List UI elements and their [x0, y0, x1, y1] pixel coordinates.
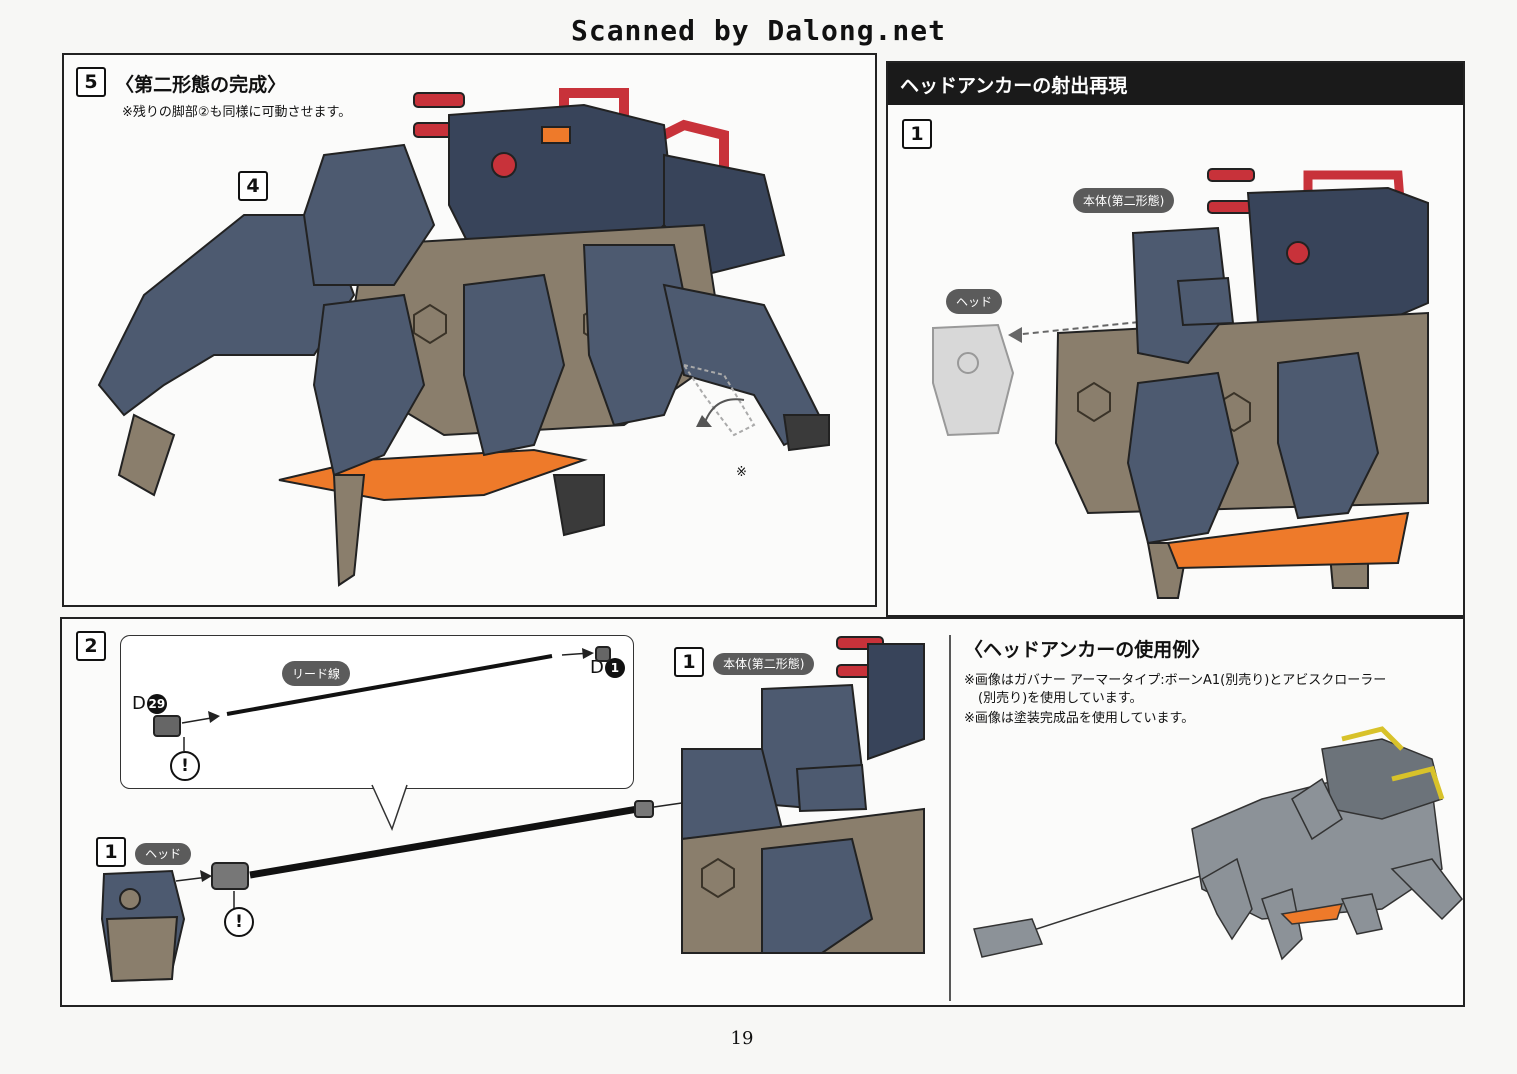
callout-box — [120, 635, 634, 789]
section-header: ヘッドアンカーの射出再現 — [888, 63, 1463, 105]
part-number: 29 — [146, 694, 167, 714]
step5-panel: 5 〈第二形態の完成〉 ※残りの脚部②も同様に可動させます。 4 — [62, 53, 877, 607]
caution-icon: ! — [170, 751, 200, 781]
part-letter: D — [590, 657, 604, 678]
head-label: ヘッド — [135, 843, 192, 865]
usage-example-photo — [973, 726, 1463, 961]
step-note: ※残りの脚部②も同様に可動させます。 — [122, 105, 352, 120]
body-step-number: 1 — [674, 647, 704, 677]
body-label: 本体(第二形態) — [1073, 188, 1175, 213]
usage-note: ※画像はガバナー アーマータイプ:ボーンA1(別売り)とアビスクローラー — [964, 673, 1387, 688]
usage-note: (別売り)を使用しています。 — [978, 691, 1143, 706]
sub-step-number: 4 — [238, 171, 268, 201]
head-anchor-panel: ヘッドアンカーの射出再現 1 本体(第二形態) ヘッド — [886, 61, 1465, 617]
part-number: 1 — [604, 658, 625, 678]
step-number: 1 — [902, 119, 932, 149]
usage-note: ※画像は塗装完成品を使用しています。 — [964, 711, 1195, 726]
page-number: 19 — [730, 1028, 754, 1049]
usage-title: 〈ヘッドアンカーの使用例〉 — [964, 639, 1211, 661]
lead-wire-assembly — [100, 635, 951, 1001]
step-title: 〈第二形態の完成〉 — [115, 74, 287, 96]
body-label: 本体(第二形態) — [713, 653, 815, 675]
crawler-second-form-illustration — [97, 88, 830, 587]
step-number: 2 — [76, 631, 106, 661]
head-label: ヘッド — [946, 289, 1003, 314]
lead-wire-label: リード線 — [282, 661, 351, 686]
step-number: 5 — [76, 67, 106, 97]
rotation-mark: ※ — [736, 465, 747, 480]
head-step-number: 1 — [96, 837, 126, 867]
caution-icon: ! — [224, 907, 254, 937]
head-launch-illustration — [932, 168, 1429, 599]
scan-watermark: Scanned by Dalong.net — [570, 14, 946, 47]
part-letter: D — [132, 693, 146, 714]
